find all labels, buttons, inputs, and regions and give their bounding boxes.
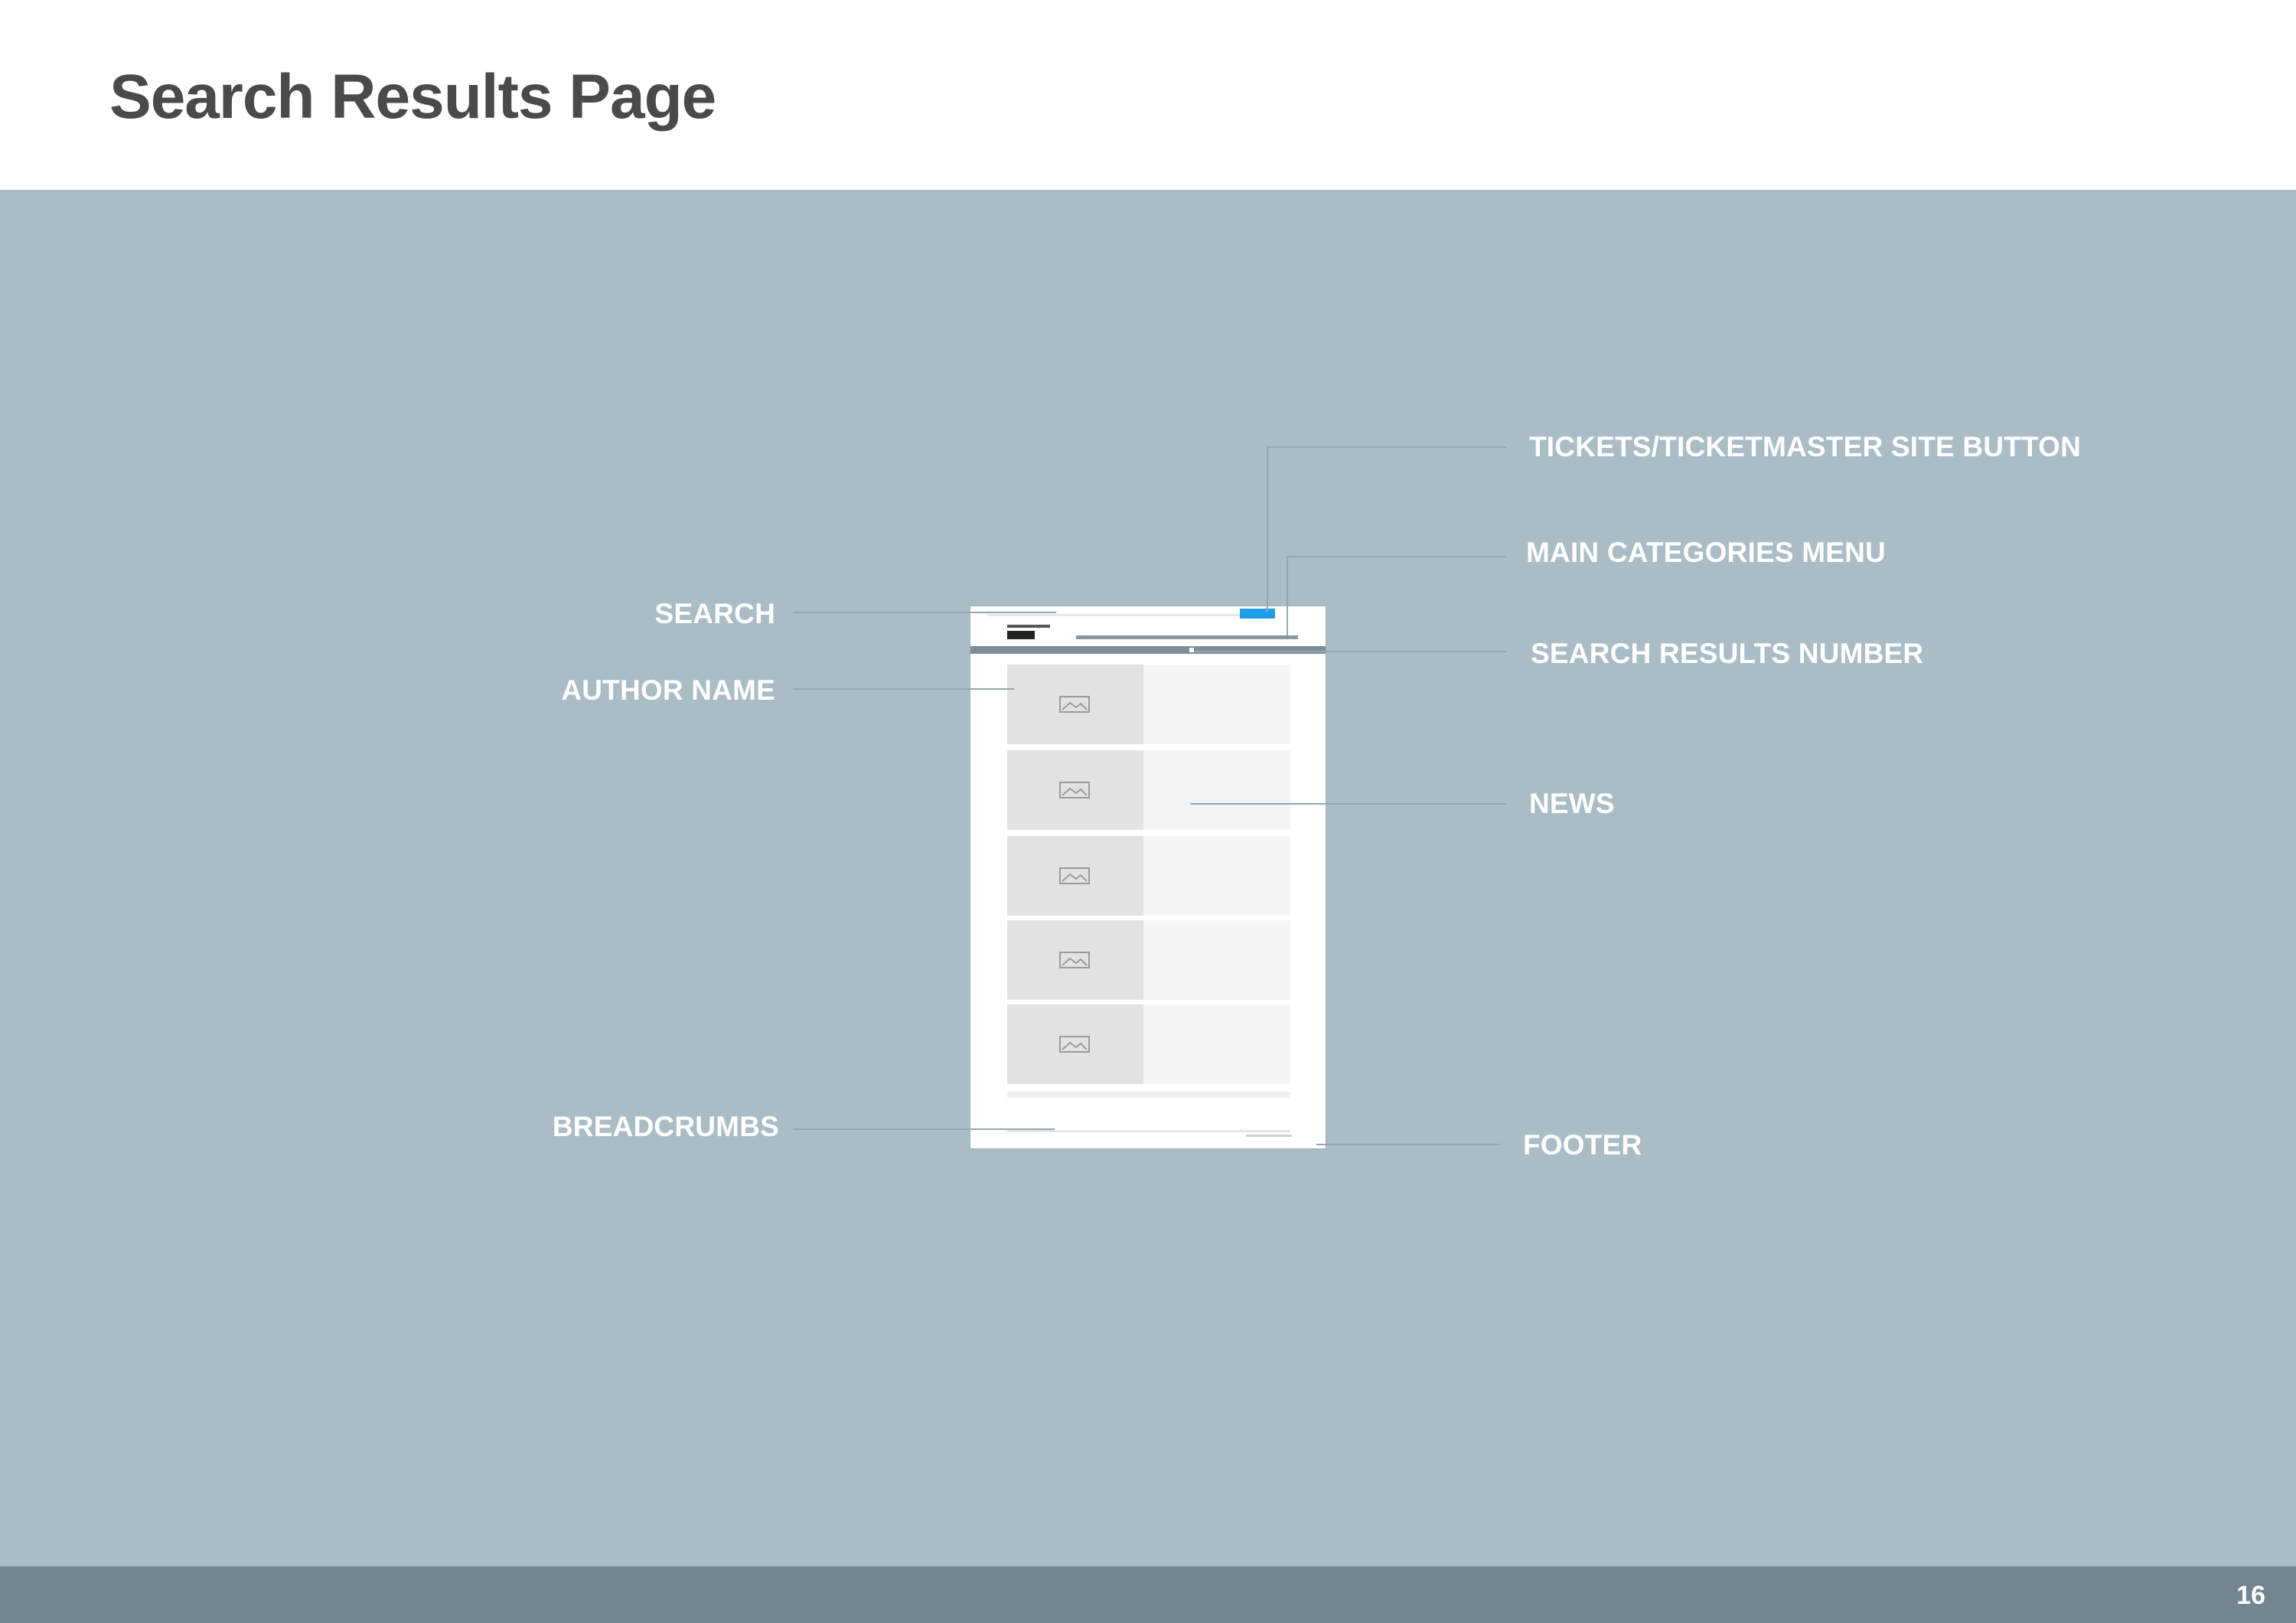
image-placeholder-icon (1059, 1036, 1090, 1053)
wireframe-image-placeholder (1007, 1004, 1143, 1084)
wireframe-pagination (1007, 1092, 1290, 1098)
image-placeholder-icon (1059, 696, 1090, 713)
wireframe-image-placeholder (1007, 920, 1143, 1000)
label-author-name: AUTHOR NAME (561, 674, 775, 706)
slide-footer-bar: 16 (0, 1566, 2296, 1623)
label-main-categories-menu: MAIN CATEGORIES MENU (1526, 537, 1886, 568)
wireframe-image-placeholder (1007, 750, 1143, 830)
label-news: NEWS (1529, 788, 1615, 819)
image-placeholder-icon (1059, 867, 1090, 884)
image-placeholder-icon (1059, 952, 1090, 968)
wireframe-results-bar (970, 646, 1326, 654)
wireframe-result-row (1007, 750, 1290, 830)
slide-header: Search Results Page (0, 0, 2296, 190)
label-search-results-number: SEARCH RESULTS NUMBER (1531, 638, 1924, 669)
wireframe-main-menu (1076, 635, 1298, 639)
wireframe-result-row (1007, 1004, 1290, 1084)
wireframe-result-row (1007, 920, 1290, 1000)
search-results-wireframe (970, 606, 1326, 1148)
wireframe-footer (1007, 1130, 1290, 1132)
page-number: 16 (2236, 1581, 2265, 1610)
image-placeholder-icon (1059, 782, 1090, 798)
wireframe-image-placeholder (1007, 665, 1143, 744)
page-title: Search Results Page (109, 62, 716, 132)
label-tickets-button: TICKETS/TICKETMASTER SITE BUTTON (1529, 431, 2082, 462)
wireframe-logo (1007, 625, 1050, 640)
label-breadcrumbs: BREADCRUMBS (552, 1111, 779, 1142)
wireframe-tickets-button (1240, 609, 1275, 619)
wireframe-image-placeholder (1007, 836, 1143, 916)
wireframe-footer-links (1246, 1135, 1292, 1137)
label-footer: FOOTER (1523, 1129, 1642, 1161)
wireframe-search-bar (987, 614, 1263, 616)
label-search: SEARCH (654, 598, 775, 629)
wireframe-result-row (1007, 665, 1290, 744)
wireframe-result-row (1007, 836, 1290, 916)
